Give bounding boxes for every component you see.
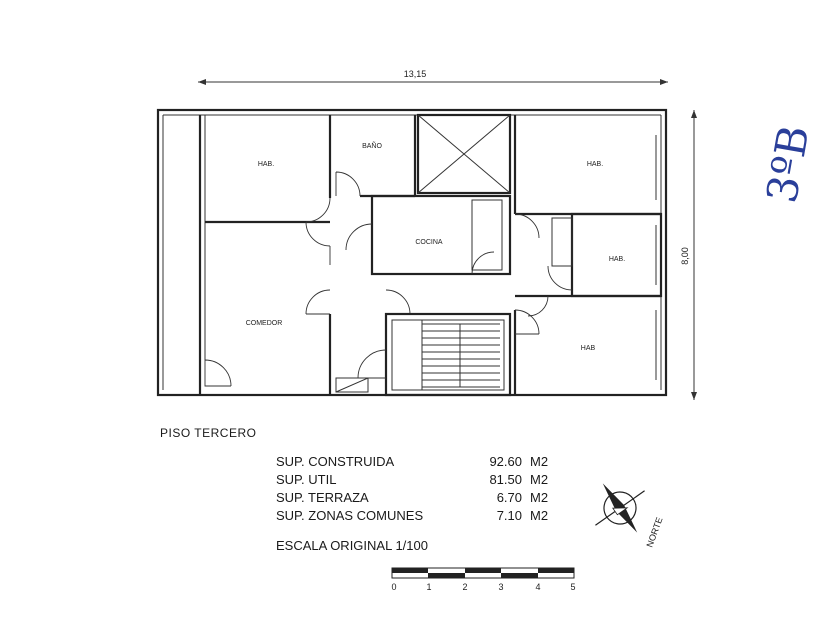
north-arrow-icon (595, 483, 645, 533)
height-label: 8,00 (680, 247, 690, 265)
width-dimension: 13,15 (198, 69, 668, 85)
stair-treads (421, 320, 500, 390)
scale-tick: 4 (535, 582, 540, 592)
surface-unit: M2 (530, 472, 549, 487)
surface-label: SUP. UTIL (276, 472, 337, 487)
surface-row: SUP. UTIL 81.50 M2 (276, 471, 560, 489)
scale-bar (391, 567, 575, 579)
room-label-comedor: COMEDOR (246, 320, 283, 327)
light-shaft (416, 113, 512, 195)
scale-tick: 1 (426, 582, 431, 592)
room-label-cocina: COCINA (415, 239, 443, 246)
surface-unit: M2 (530, 490, 549, 505)
surface-row: SUP. ZONAS COMUNES 7.10 M2 (276, 507, 560, 525)
surface-value: 92.60 (489, 454, 522, 469)
surface-label: SUP. TERRAZA (276, 490, 369, 505)
width-label: 13,15 (404, 69, 427, 79)
surface-value: 81.50 (489, 472, 522, 487)
scale-label: ESCALA ORIGINAL 1/100 (276, 538, 428, 553)
height-dimension: 8,00 (680, 110, 697, 400)
surface-unit: M2 (530, 508, 549, 523)
room-label-hab-top-right: HAB. (587, 161, 603, 168)
room-label-hab-mid-right: HAB. (609, 256, 625, 263)
room-label-bano: BAÑO (362, 141, 382, 150)
scale-ticks: 0 1 2 3 4 5 (391, 582, 575, 592)
surface-row: SUP. TERRAZA 6.70 M2 (276, 489, 560, 507)
kitchen-walls (370, 194, 512, 276)
scale-tick: 0 (391, 582, 396, 592)
surface-label: SUP. ZONAS COMUNES (276, 508, 424, 523)
north-label: NORTE (644, 516, 664, 549)
room-label-hab-bottom-right: HAB (581, 345, 596, 352)
scale-tick: 3 (498, 582, 503, 592)
floor-title: PISO TERCERO (160, 426, 257, 440)
stair-core (384, 312, 512, 397)
surface-label: SUP. CONSTRUIDA (276, 454, 395, 469)
scale-tick: 2 (462, 582, 467, 592)
surface-value: 7.10 (496, 508, 522, 523)
surface-unit: M2 (530, 454, 549, 469)
surface-table: SUP. CONSTRUIDA 92.60 M2 SUP. UTIL 81.50… (276, 453, 560, 525)
surface-row: SUP. CONSTRUIDA 92.60 M2 (276, 453, 560, 471)
surface-value: 6.70 (496, 490, 522, 505)
outer-wall (156, 108, 668, 397)
room-label-hab-top-left: HAB. (258, 161, 274, 168)
mid-bedroom-walls (570, 212, 663, 298)
scale-tick: 5 (570, 582, 575, 592)
